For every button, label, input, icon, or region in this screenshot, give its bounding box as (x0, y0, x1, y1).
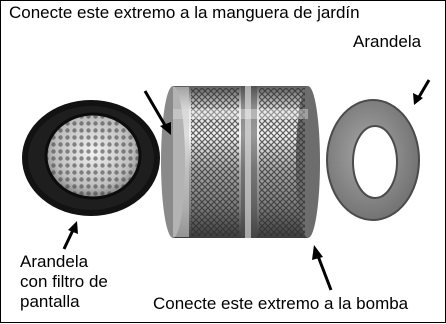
brass-hose-coupler (161, 86, 320, 238)
rubber-washer (326, 99, 420, 221)
label-screen-washer-line1: Arandela (20, 252, 89, 271)
label-hose-end: Conecte este extremo a la manguera de ja… (9, 3, 360, 22)
arrow-right-washer (417, 79, 431, 98)
label-pump-end: Conecte este extremo a la bomba (153, 294, 409, 313)
arrow-pump-end-head (312, 245, 323, 260)
label-washer: Arandela (353, 32, 422, 51)
arrow-left-washer-head (68, 221, 78, 234)
label-screen-washer-line2: con filtro de (20, 272, 108, 291)
arrow-hose-end (143, 90, 168, 128)
label-screen-washer-line3: pantalla (20, 292, 80, 311)
screen-filter-washer (22, 100, 160, 216)
arrow-hose-end-head (160, 122, 171, 135)
arrow-right-washer-head (413, 93, 423, 105)
arrow-pump-end (316, 255, 333, 291)
callout-arrows (62, 79, 431, 291)
arrow-left-washer (62, 229, 75, 250)
